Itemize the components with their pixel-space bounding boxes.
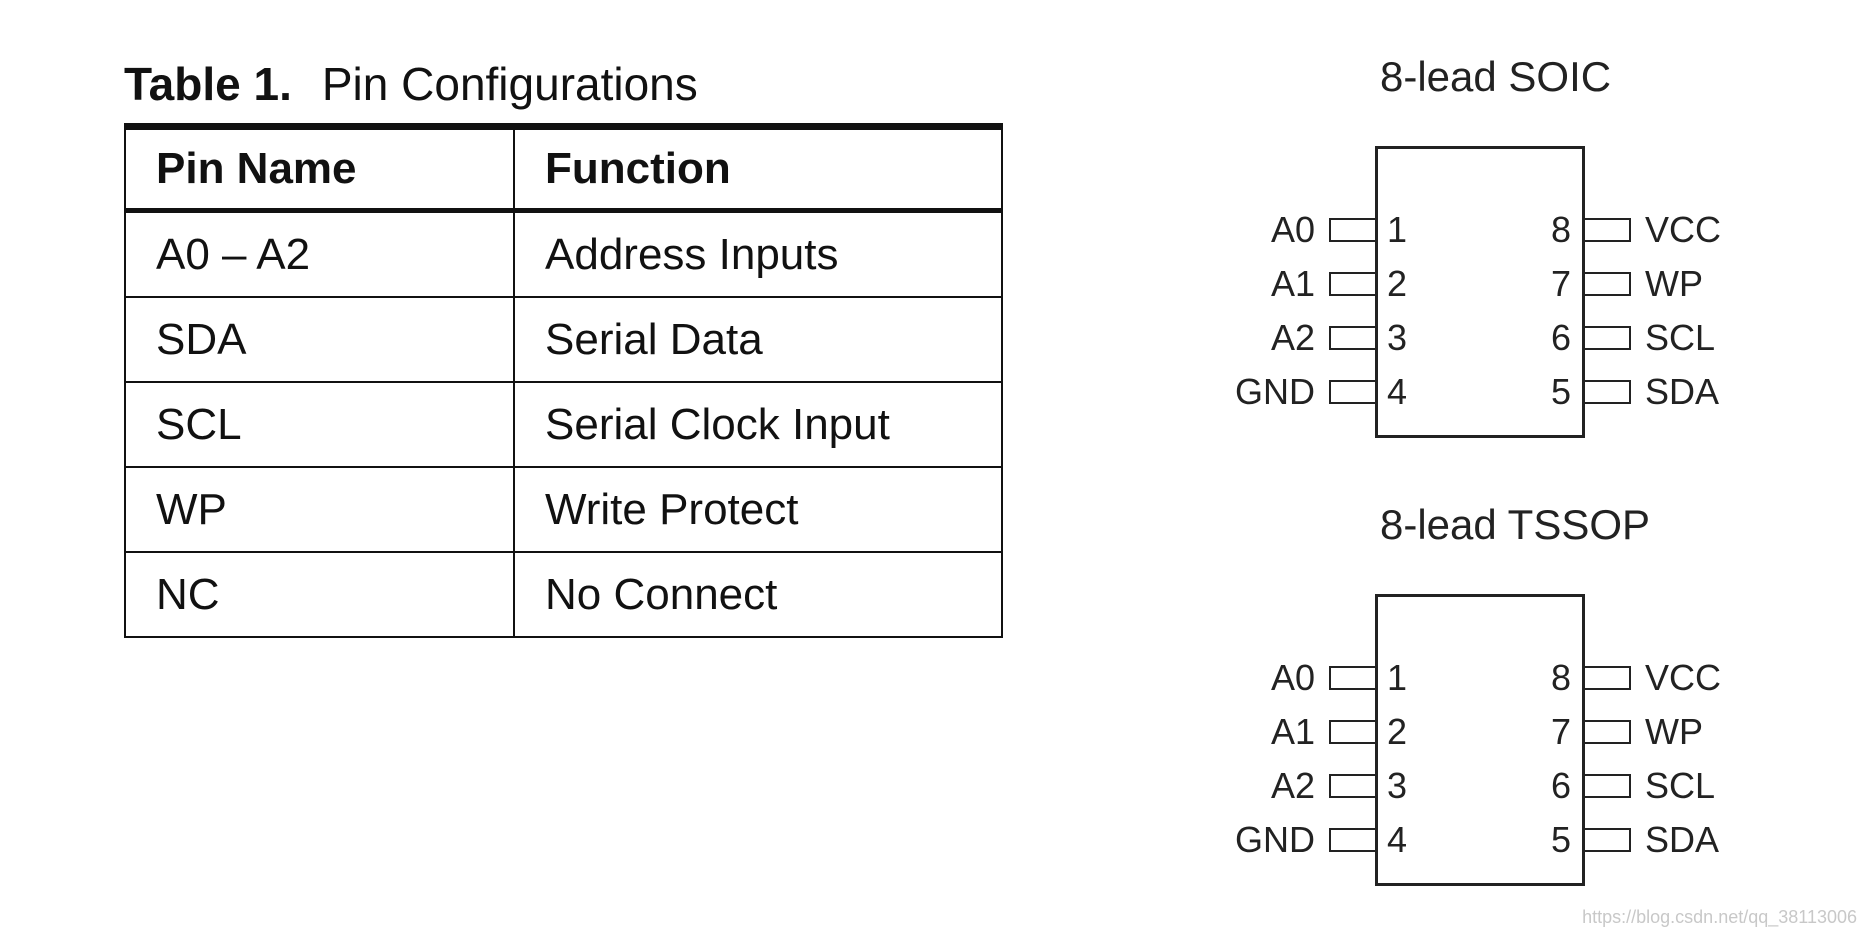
pin-number: 5 bbox=[1551, 371, 1572, 412]
pin-name-cell: SDA bbox=[125, 297, 515, 383]
package-title: 8-lead SOIC bbox=[1380, 53, 1612, 100]
pin-6: 6 SCL bbox=[1551, 765, 1755, 806]
tssop-package-diagram: 8-lead TSSOP A0 1 A1 2 A2 3 GND 4 8 VCC … bbox=[1235, 500, 1755, 900]
pin-label: WP bbox=[1645, 263, 1703, 304]
pin-label: SCL bbox=[1645, 317, 1716, 358]
pin-3: A2 3 bbox=[1235, 765, 1407, 806]
header-pin-name: Pin Name bbox=[125, 126, 515, 213]
pin-7: 7 WP bbox=[1551, 711, 1755, 752]
function-cell: Address Inputs bbox=[514, 210, 1002, 298]
watermark-text: https://blog.csdn.net/qq_38113006 bbox=[1582, 907, 1857, 927]
pin-lead bbox=[1585, 666, 1631, 690]
pin-label: SDA bbox=[1645, 371, 1720, 412]
pin-1: A0 1 bbox=[1235, 209, 1407, 250]
pin-8: 8 VCC bbox=[1551, 209, 1755, 250]
pin-name-cell: A0 – A2 bbox=[125, 210, 515, 298]
pin-2: A1 2 bbox=[1235, 263, 1407, 304]
pin-lead bbox=[1585, 326, 1631, 350]
pin-number: 3 bbox=[1387, 317, 1408, 358]
pin-6: 6 SCL bbox=[1551, 317, 1755, 358]
pin-lead bbox=[1329, 218, 1375, 242]
pin-number: 7 bbox=[1551, 711, 1572, 752]
pin-lead bbox=[1585, 380, 1631, 404]
pin-2: A1 2 bbox=[1235, 711, 1407, 752]
function-cell: Write Protect bbox=[514, 467, 1002, 553]
pin-number: 6 bbox=[1551, 317, 1572, 358]
pin-name-cell: NC bbox=[125, 552, 515, 638]
pin-label: A0 bbox=[1270, 209, 1315, 250]
table-row: NC No Connect bbox=[125, 552, 1002, 638]
pin-label: A1 bbox=[1270, 711, 1315, 752]
pin-name-cell: WP bbox=[125, 467, 515, 553]
pin-lead bbox=[1329, 774, 1375, 798]
pin-label: GND bbox=[1235, 371, 1315, 412]
pin-number: 1 bbox=[1387, 209, 1408, 250]
pin-lead bbox=[1329, 828, 1375, 852]
pin-lead bbox=[1329, 720, 1375, 744]
table-number: Table 1. bbox=[124, 58, 292, 110]
pin-3: A2 3 bbox=[1235, 317, 1407, 358]
table-row: SDA Serial Data bbox=[125, 297, 1002, 383]
pin-lead bbox=[1329, 380, 1375, 404]
pin-7: 7 WP bbox=[1551, 263, 1755, 304]
pin-number: 4 bbox=[1387, 371, 1408, 412]
pin-label: A1 bbox=[1270, 263, 1315, 304]
function-cell: Serial Clock Input bbox=[514, 382, 1002, 468]
function-cell: No Connect bbox=[514, 552, 1002, 638]
pin-lead bbox=[1329, 666, 1375, 690]
pin-5: 5 SDA bbox=[1551, 371, 1755, 412]
soic-package-diagram: 8-lead SOIC A0 1 A1 2 A2 3 GND 4 8 VCC 7… bbox=[1235, 52, 1755, 452]
function-cell: Serial Data bbox=[514, 297, 1002, 383]
pin-4: GND 4 bbox=[1235, 819, 1407, 860]
pin-lead bbox=[1329, 272, 1375, 296]
pin-number: 4 bbox=[1387, 819, 1408, 860]
pin-number: 5 bbox=[1551, 819, 1572, 860]
pin-4: GND 4 bbox=[1235, 371, 1407, 412]
header-function: Function bbox=[514, 126, 1002, 213]
pin-label: WP bbox=[1645, 711, 1703, 752]
table-title: Table 1. Pin Configurations bbox=[124, 56, 698, 112]
pin-label: GND bbox=[1235, 819, 1315, 860]
table-row: WP Write Protect bbox=[125, 467, 1002, 553]
pin-8: 8 VCC bbox=[1551, 657, 1755, 698]
pin-label: A2 bbox=[1270, 317, 1315, 358]
pin-number: 1 bbox=[1387, 657, 1408, 698]
pin-lead bbox=[1585, 828, 1631, 852]
pin-number: 6 bbox=[1551, 765, 1572, 806]
chip-body bbox=[1375, 594, 1585, 886]
table-row: A0 – A2 Address Inputs bbox=[125, 210, 1002, 298]
table-header-row: Pin Name Function bbox=[125, 126, 1002, 213]
pin-label: VCC bbox=[1645, 209, 1722, 250]
pin-lead bbox=[1585, 218, 1631, 242]
pin-number: 7 bbox=[1551, 263, 1572, 304]
pin-number: 2 bbox=[1387, 711, 1408, 752]
table-row: SCL Serial Clock Input bbox=[125, 382, 1002, 468]
pin-label: A0 bbox=[1270, 657, 1315, 698]
chip-body bbox=[1375, 146, 1585, 438]
pin-number: 8 bbox=[1551, 657, 1572, 698]
pin-lead bbox=[1585, 720, 1631, 744]
pin-5: 5 SDA bbox=[1551, 819, 1755, 860]
pin-name-cell: SCL bbox=[125, 382, 515, 468]
pin-label: SDA bbox=[1645, 819, 1720, 860]
pin-configuration-table: Pin Name Function A0 – A2 Address Inputs… bbox=[124, 123, 1003, 638]
pin-label: VCC bbox=[1645, 657, 1722, 698]
table-caption: Pin Configurations bbox=[321, 58, 698, 110]
pin-lead bbox=[1585, 272, 1631, 296]
package-title: 8-lead TSSOP bbox=[1380, 501, 1651, 548]
pin-number: 3 bbox=[1387, 765, 1408, 806]
pin-number: 8 bbox=[1551, 209, 1572, 250]
pin-lead bbox=[1329, 326, 1375, 350]
pin-lead bbox=[1585, 774, 1631, 798]
pin-label: SCL bbox=[1645, 765, 1716, 806]
pin-number: 2 bbox=[1387, 263, 1408, 304]
pin-label: A2 bbox=[1270, 765, 1315, 806]
pin-1: A0 1 bbox=[1235, 657, 1407, 698]
